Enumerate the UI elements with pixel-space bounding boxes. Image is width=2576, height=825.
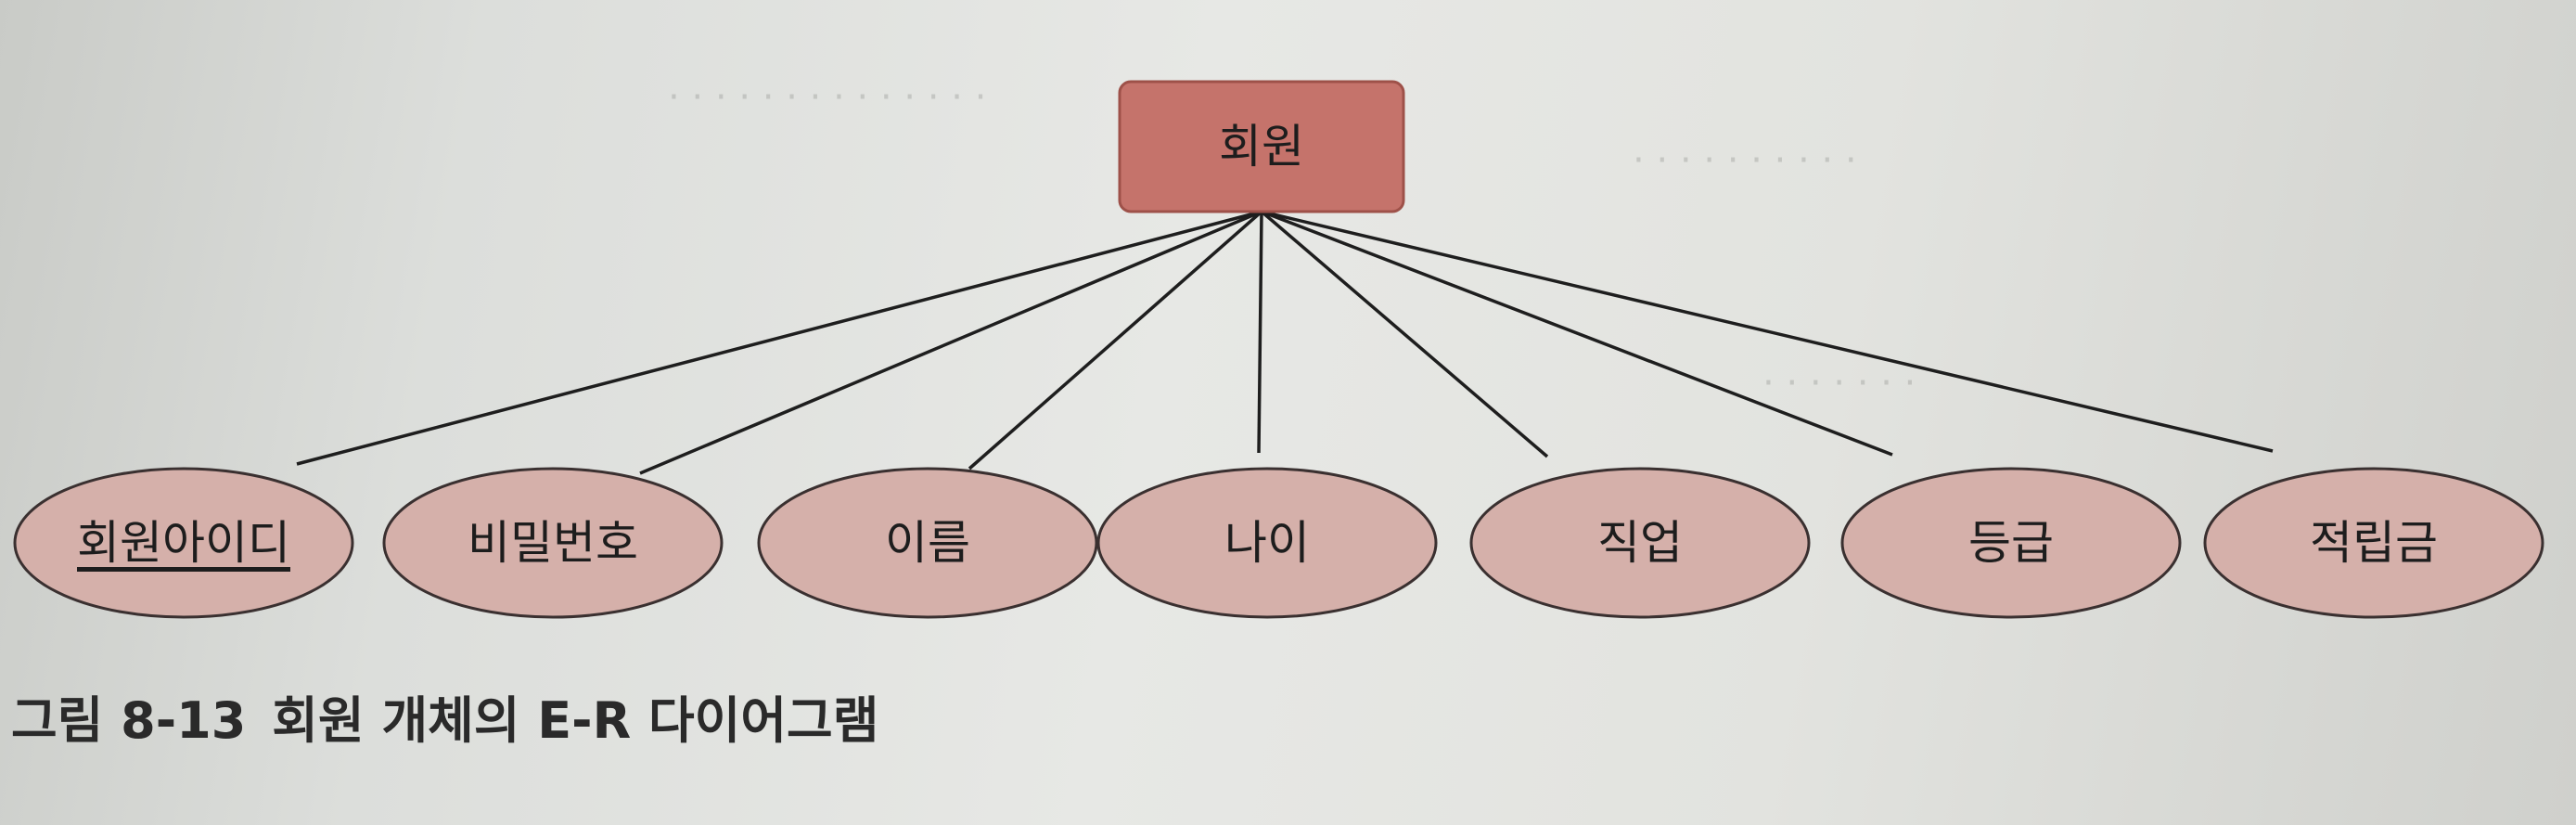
attribute-node: 등급 — [1840, 467, 2182, 619]
connector-line — [296, 210, 1262, 466]
attribute-ellipse — [1096, 467, 1438, 619]
connector-line — [639, 210, 1262, 475]
attribute-node: 비밀번호 — [382, 467, 724, 619]
entity-rect — [1118, 80, 1405, 213]
connector-line — [1261, 210, 2274, 453]
attribute-label: 직업 — [1597, 516, 1683, 570]
attribute-label: 등급 — [1968, 516, 2054, 570]
attribute-label: 이름 — [885, 516, 970, 570]
attribute-node: 직업 — [1469, 467, 1811, 619]
attribute-ellipse — [1469, 467, 1811, 619]
attribute-label: 나이 — [1224, 516, 1310, 570]
attribute-group: 회원아이디 비밀번호 이름 나이 직업 등급 적립금 — [13, 467, 2544, 619]
attribute-node: 적립금 — [2203, 467, 2544, 619]
entity-label: 회원 — [1219, 120, 1304, 174]
figure-number: 그림 8-13 — [11, 691, 247, 750]
relationship-lines — [296, 210, 2274, 475]
connector-line — [1261, 210, 1893, 457]
figure-caption: 그림 8-13 회원 개체의 E-R 다이어그램 — [11, 679, 904, 753]
connector-line — [968, 210, 1263, 471]
attribute-ellipse — [1840, 467, 2182, 619]
attribute-ellipse — [382, 467, 724, 619]
figure-title: 회원 개체의 E-R 다이어그램 — [272, 691, 879, 750]
attribute-label: 비밀번호 — [468, 516, 638, 570]
attribute-node: 이름 — [757, 467, 1098, 619]
entity-box: 회원 — [1118, 80, 1405, 213]
attribute-ellipse — [2203, 467, 2544, 619]
connector-line — [1260, 210, 1549, 458]
attribute-ellipse — [757, 467, 1098, 619]
attribute-node: 나이 — [1096, 467, 1438, 619]
attribute-label: 적립금 — [2310, 516, 2438, 570]
attribute-node: 회원아이디 — [13, 467, 354, 619]
attribute-ellipse — [13, 467, 354, 619]
key-attribute-label: 회원아이디 — [77, 516, 290, 570]
connector-line — [1257, 211, 1263, 454]
